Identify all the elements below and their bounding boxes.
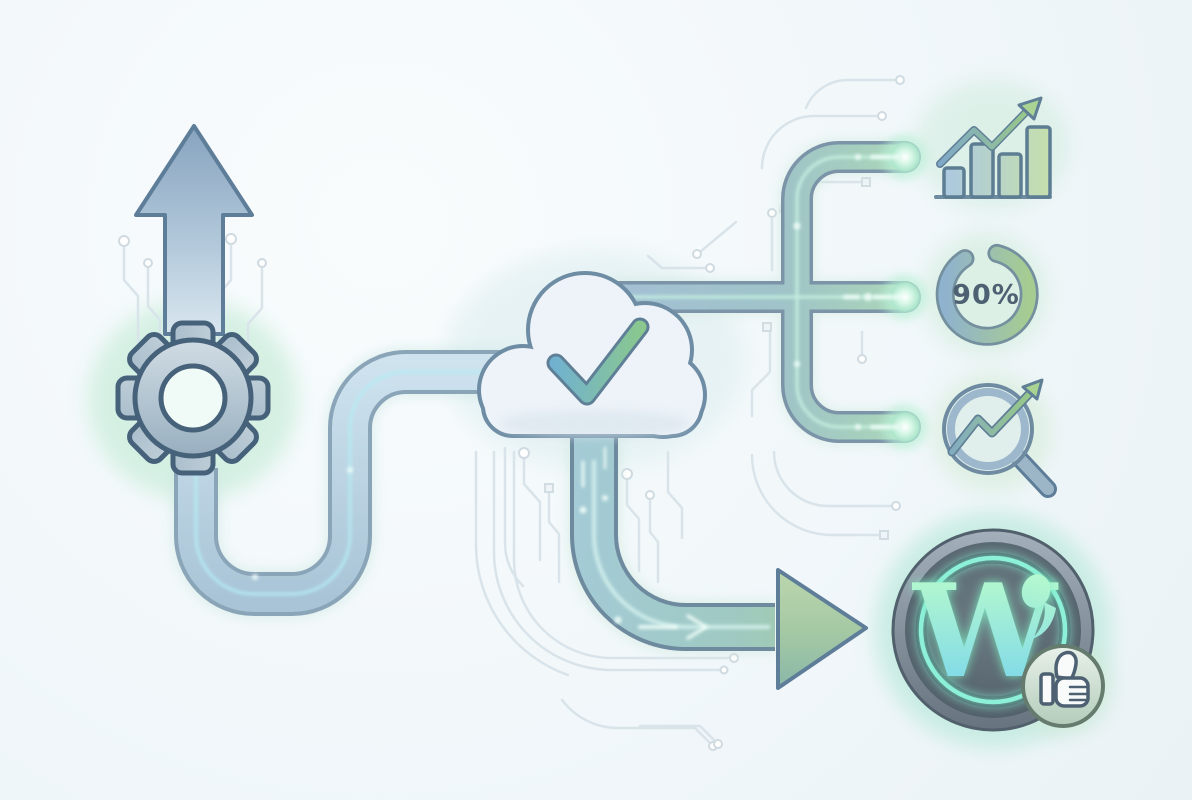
check-icon (546, 317, 650, 406)
w-apostrophe (1021, 574, 1056, 639)
flow-arrow-icon (776, 568, 868, 690)
circuit-traces (118, 75, 905, 751)
thumbs-up-icon (1021, 644, 1105, 728)
pipe-cloud-to-arrow (566, 430, 868, 690)
gear-icon (115, 320, 271, 476)
growth-bar-chart-icon (934, 96, 1052, 199)
progress-donut-icon: 90% (935, 243, 1039, 346)
donut-percent-label: 90% (952, 280, 1020, 311)
up-arrow-icon (134, 124, 254, 336)
cloud-check-icon (477, 271, 707, 439)
branch-end-caps (883, 135, 927, 449)
search-analytics-icon (942, 378, 1057, 498)
pipe-gear-to-cloud (170, 346, 520, 620)
